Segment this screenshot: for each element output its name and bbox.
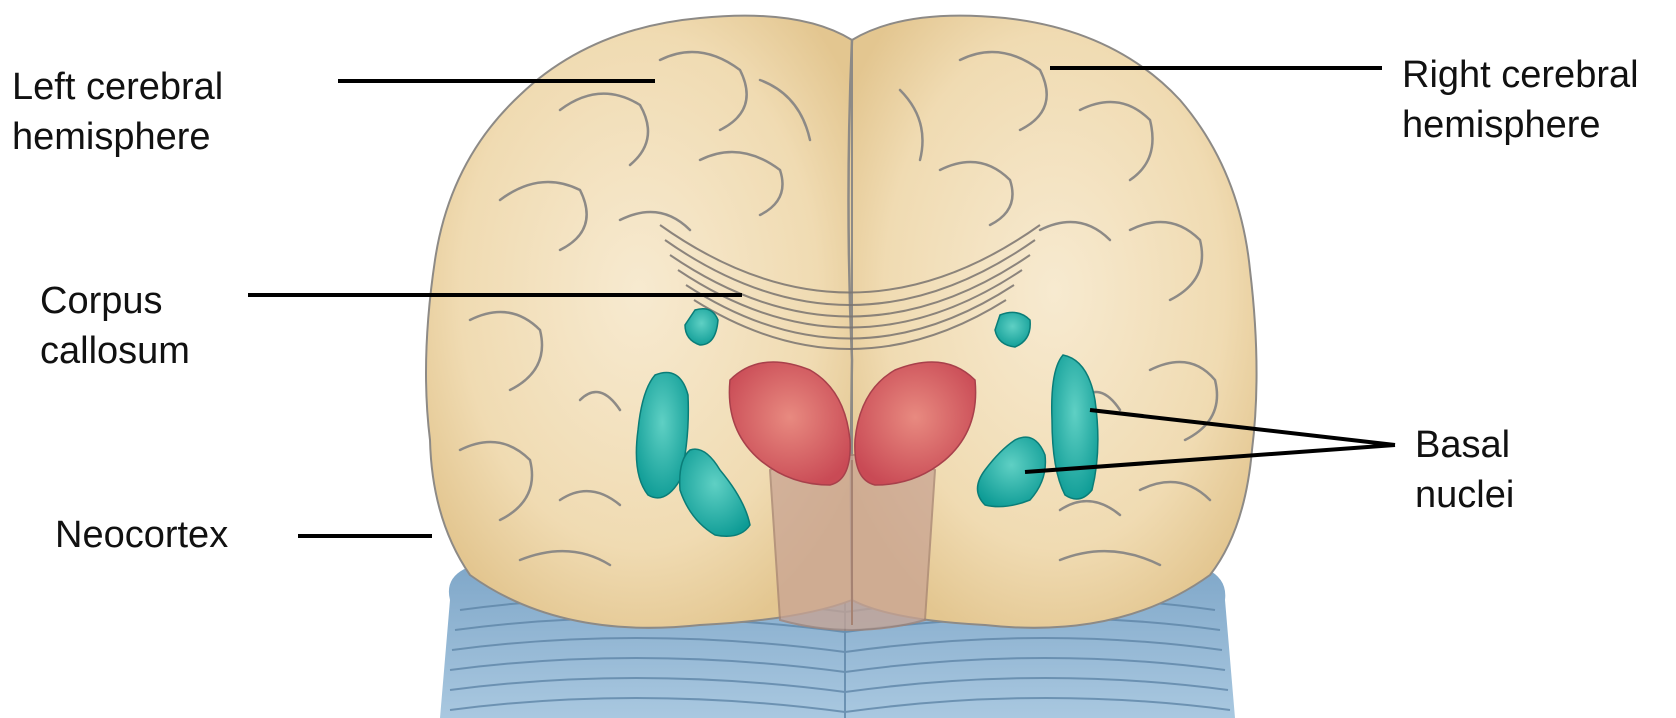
label-neocortex: Neocortex bbox=[55, 510, 228, 560]
label-left-cerebral-hemisphere: Left cerebral hemisphere bbox=[12, 62, 223, 162]
label-line: hemisphere bbox=[1402, 100, 1639, 150]
label-line: Basal bbox=[1415, 420, 1514, 470]
label-basal-nuclei: Basal nuclei bbox=[1415, 420, 1514, 520]
label-line: Neocortex bbox=[55, 510, 228, 560]
cerebrum bbox=[426, 16, 1257, 630]
label-line: Left cerebral bbox=[12, 62, 223, 112]
label-line: hemisphere bbox=[12, 112, 223, 162]
label-line: Corpus bbox=[40, 276, 190, 326]
label-right-cerebral-hemisphere: Right cerebral hemisphere bbox=[1402, 50, 1639, 150]
label-line: Right cerebral bbox=[1402, 50, 1639, 100]
label-corpus-callosum: Corpus callosum bbox=[40, 276, 190, 376]
label-line: nuclei bbox=[1415, 470, 1514, 520]
label-line: callosum bbox=[40, 326, 190, 376]
